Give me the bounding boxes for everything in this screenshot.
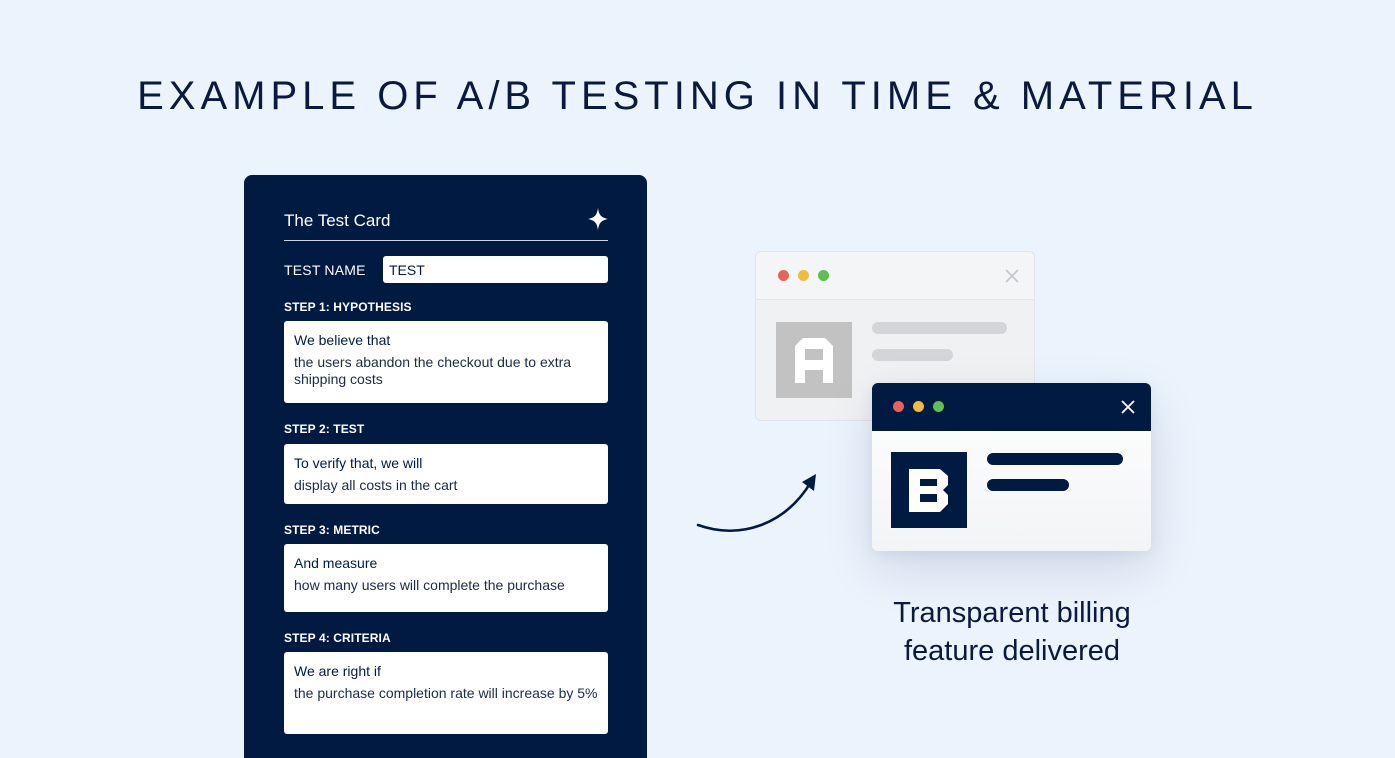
window-a-maximize-dot[interactable] xyxy=(818,270,829,281)
page-title: EXAMPLE OF A/B TESTING IN TIME & MATERIA… xyxy=(137,74,1258,118)
test-card: The Test Card TEST NAME STEP 1: HYPOTHES… xyxy=(244,175,647,758)
step-4-label: STEP 4: CRITERIA xyxy=(284,631,391,645)
step-1-head: We believe that xyxy=(294,332,391,348)
window-b-close-dot[interactable] xyxy=(893,401,904,412)
caption-line-1: Transparent billing xyxy=(893,597,1131,629)
arrow-icon xyxy=(696,474,816,532)
content-line xyxy=(987,479,1069,491)
step-3-body: how many users will complete the purchas… xyxy=(294,577,565,593)
step-3-label: STEP 3: METRIC xyxy=(284,523,380,537)
step-3-head: And measure xyxy=(294,555,378,571)
window-a-close-dot[interactable] xyxy=(778,270,789,281)
window-a-titlebar xyxy=(756,252,1034,300)
sparkle-icon xyxy=(588,208,608,230)
window-b-maximize-dot[interactable] xyxy=(933,401,944,412)
step-2-box[interactable]: To verify that, we will display all cost… xyxy=(284,444,608,504)
close-icon[interactable] xyxy=(1005,269,1019,283)
step-1-label: STEP 1: HYPOTHESIS xyxy=(284,300,412,314)
step-1-box[interactable]: We believe that the users abandon the ch… xyxy=(284,321,608,403)
window-b xyxy=(872,383,1151,551)
step-1-body: the users abandon the checkout due to ex… xyxy=(294,354,572,387)
window-b-titlebar xyxy=(872,383,1151,431)
caption: Transparent billing feature delivered xyxy=(862,594,1162,670)
content-line xyxy=(872,349,953,361)
test-name-label: TEST NAME xyxy=(284,262,366,278)
logo-a xyxy=(776,322,852,398)
step-4-body: the purchase completion rate will increa… xyxy=(294,685,598,701)
close-icon[interactable] xyxy=(1121,400,1135,414)
step-3-box[interactable]: And measure how many users will complete… xyxy=(284,544,608,612)
step-4-box[interactable]: We are right if the purchase completion … xyxy=(284,652,608,734)
step-2-label: STEP 2: TEST xyxy=(284,422,365,436)
test-name-row: TEST NAME xyxy=(284,256,608,283)
test-name-input[interactable] xyxy=(383,256,608,283)
test-card-title: The Test Card xyxy=(284,211,391,230)
test-card-header: The Test Card xyxy=(284,208,608,241)
step-4-head: We are right if xyxy=(294,663,381,679)
content-line xyxy=(872,322,1007,334)
window-a-minimize-dot[interactable] xyxy=(798,270,809,281)
logo-b xyxy=(891,452,967,528)
caption-line-2: feature delivered xyxy=(903,635,1121,667)
window-b-minimize-dot[interactable] xyxy=(913,401,924,412)
window-a xyxy=(755,251,1035,421)
step-2-body: display all costs in the cart xyxy=(294,477,458,493)
step-2-head: To verify that, we will xyxy=(294,455,423,471)
content-line xyxy=(987,453,1123,465)
